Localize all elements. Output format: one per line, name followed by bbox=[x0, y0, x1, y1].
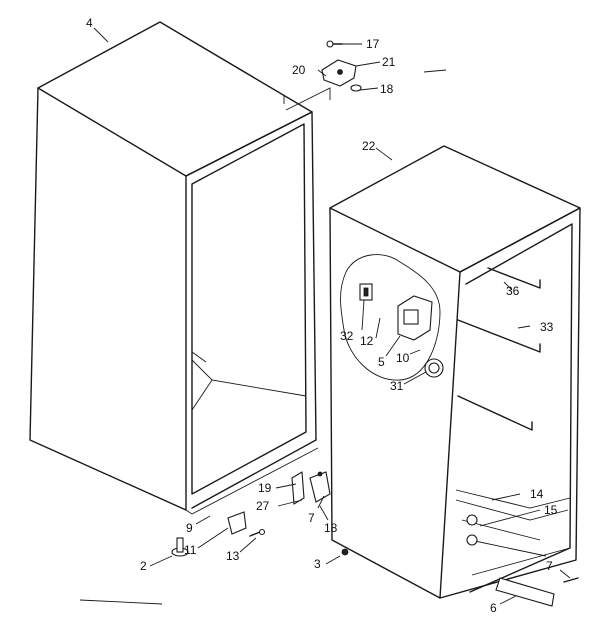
callout-18-top: 18 bbox=[380, 82, 394, 96]
callout-10: 10 bbox=[396, 351, 410, 365]
callout-2: 2 bbox=[140, 559, 147, 573]
callout-13: 13 bbox=[226, 549, 240, 563]
callout-7-left: 7 bbox=[308, 511, 315, 525]
callout-12: 12 bbox=[360, 334, 374, 348]
callout-9: 9 bbox=[186, 521, 193, 535]
rollout-screw bbox=[341, 548, 349, 556]
callout-32: 32 bbox=[340, 329, 354, 343]
callout-18-bottom: 18 bbox=[324, 521, 338, 535]
lower-hinge bbox=[291, 471, 331, 505]
light-switch bbox=[359, 283, 373, 301]
callout-33: 33 bbox=[540, 320, 554, 334]
callout-4: 4 bbox=[86, 16, 93, 30]
top-hinge-screw bbox=[326, 40, 343, 48]
callout-11: 11 bbox=[184, 543, 197, 557]
hinge-washer bbox=[350, 84, 362, 92]
callout-31: 31 bbox=[390, 379, 404, 393]
callout-17: 17 bbox=[366, 37, 380, 51]
crisper-cover-knob bbox=[466, 514, 478, 546]
leader-lines bbox=[79, 27, 571, 605]
callout-36: 36 bbox=[506, 284, 520, 298]
callout-3: 3 bbox=[314, 557, 321, 571]
callout-15: 15 bbox=[544, 503, 558, 517]
base-rail bbox=[495, 577, 579, 607]
callout-22: 22 bbox=[362, 139, 376, 153]
bottom-screw bbox=[249, 528, 266, 537]
callout-19: 19 bbox=[258, 481, 272, 495]
callout-5: 5 bbox=[378, 355, 385, 369]
callout-14: 14 bbox=[530, 487, 544, 501]
callout-21: 21 bbox=[382, 55, 396, 69]
callout-20: 20 bbox=[292, 63, 306, 77]
leveling-leg bbox=[171, 537, 189, 557]
thermostat-housing bbox=[397, 295, 433, 341]
top-hinge-bracket bbox=[321, 59, 357, 87]
callout-7: 7 bbox=[546, 559, 553, 573]
callout-6: 6 bbox=[490, 601, 497, 615]
hinge-pin-bracket bbox=[227, 511, 247, 535]
callout-labels: 4 17 20 21 18 22 36 33 32 12 10 5 31 9 1… bbox=[86, 16, 558, 615]
cabinet-outer-shell bbox=[29, 21, 331, 515]
callout-27: 27 bbox=[256, 499, 270, 513]
control-knob bbox=[424, 358, 444, 378]
cabinet-liner bbox=[329, 145, 581, 599]
